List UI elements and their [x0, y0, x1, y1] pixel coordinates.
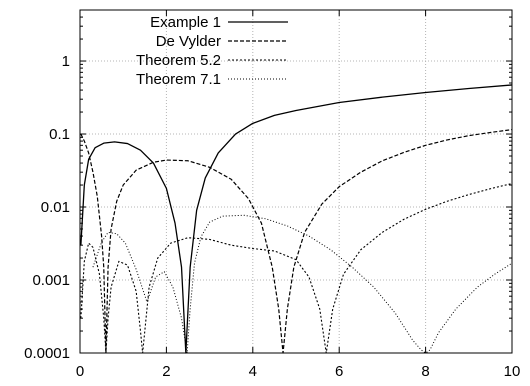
- x-tick-label: 4: [249, 363, 257, 380]
- series-line-3: [92, 214, 513, 354]
- grid-lines: [80, 10, 512, 353]
- axes: 0 2 4 6 8 10 0.0001 0.001 0.01 0.1 1: [24, 10, 520, 380]
- y-tick-label: 0.01: [41, 199, 70, 216]
- x-tick-label: 8: [421, 363, 429, 380]
- plot-frame: [79, 9, 513, 354]
- y-tick-label: 0.001: [32, 272, 70, 289]
- y-tick-label: 0.0001: [24, 345, 70, 362]
- x-tick-label: 0: [76, 363, 84, 380]
- x-tick-label: 6: [335, 363, 343, 380]
- legend-label: Theorem 7.1: [136, 71, 221, 88]
- x-tick-label: 2: [162, 363, 170, 380]
- y-tick-label: 0.1: [49, 126, 70, 143]
- series-line-2: [80, 182, 513, 354]
- y-tick-label: 1: [62, 53, 70, 70]
- legend-label: Example 1: [150, 14, 221, 31]
- series-group: [80, 84, 513, 354]
- series-line-1: [80, 128, 513, 354]
- legend-label: Theorem 5.2: [136, 52, 221, 69]
- series-line-0: [80, 84, 513, 354]
- legend-label: De Vylder: [156, 33, 221, 50]
- x-tick-label: 10: [504, 363, 521, 380]
